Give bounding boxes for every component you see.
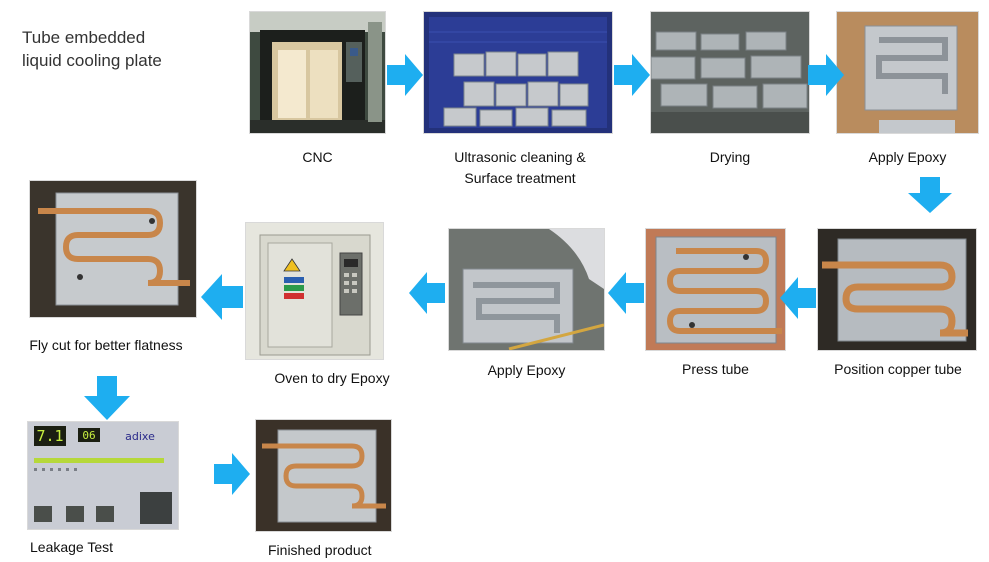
step-label-apply-epoxy-2: Apply Epoxy [487,362,566,378]
step-label-ultrasonic: Ultrasonic cleaning & Surface treatment [454,149,586,186]
arrow-down-icon [908,177,952,213]
arrow-right-icon [214,453,250,495]
step-label-oven: Oven to dry Epoxy [274,370,390,386]
apply-epoxy-photo-2 [449,229,604,350]
svg-text:06: 06 [82,429,95,442]
oven-photo [246,223,383,359]
step-label-cnc: CNC [302,149,333,165]
press-tube-photo [646,229,785,350]
step-label-apply-epoxy-1: Apply Epoxy [868,149,947,165]
step-label-finished: Finished product [268,542,372,558]
leakage-tester-photo: 7.1 06 adixe [28,422,178,529]
diagram-title: Tube embedded liquid cooling plate [22,28,162,70]
svg-text:7.1: 7.1 [36,427,63,445]
step-label-drying: Drying [709,149,751,165]
arrow-left-icon [608,272,644,314]
arrow-left-icon [409,272,445,314]
step-label-leakage-test: Leakage Test [30,539,114,555]
position-copper-tube-photo [818,229,976,350]
ultrasonic-cleaning-photo [424,12,612,133]
arrow-right-icon [808,54,844,96]
fly-cut-photo [30,181,196,317]
svg-text:adixe: adixe [125,430,155,443]
arrow-left-icon [780,277,816,319]
step-label-position-tube: Position copper tube [834,361,962,377]
finished-product-photo [256,420,391,531]
drying-photo [651,12,809,133]
arrow-right-icon [614,54,650,96]
arrow-right-icon [387,54,423,96]
apply-epoxy-photo-1 [837,12,978,133]
step-label-fly-cut: Fly cut for better flatness [29,337,183,353]
step-label-press-tube: Press tube [682,361,749,377]
arrow-down-icon [84,376,130,420]
arrow-left-icon [201,274,243,320]
cnc-machine-photo [250,12,385,133]
